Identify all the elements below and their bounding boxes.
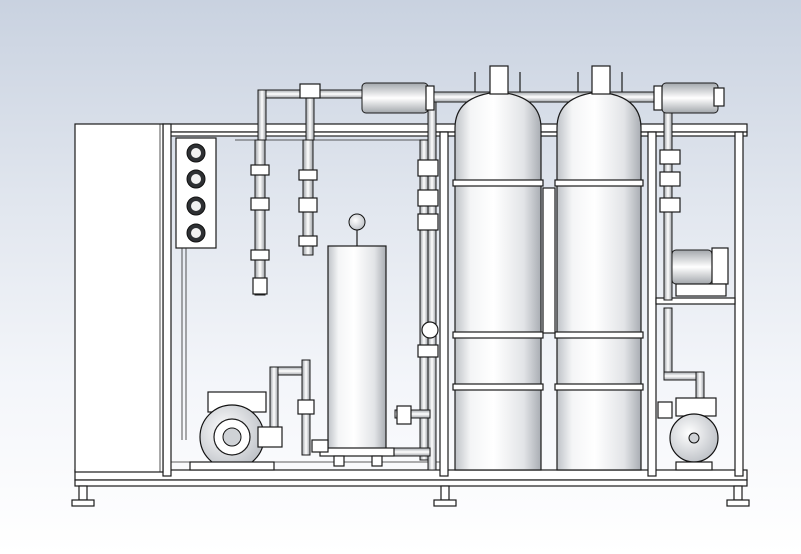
- booster-motor: [671, 247, 729, 297]
- centrifugal-pump: [189, 391, 283, 471]
- booster-pump: [657, 397, 719, 471]
- leveling-foot: [71, 485, 750, 507]
- pressure-gauge: [186, 143, 206, 243]
- flow-meter: [235, 139, 420, 296]
- pressure-gauge-panel: [175, 137, 217, 440]
- membrane-housing: [361, 82, 725, 114]
- filter-vessel: [452, 65, 644, 471]
- control-cabinet: [74, 123, 164, 473]
- storage-tank: [311, 213, 395, 467]
